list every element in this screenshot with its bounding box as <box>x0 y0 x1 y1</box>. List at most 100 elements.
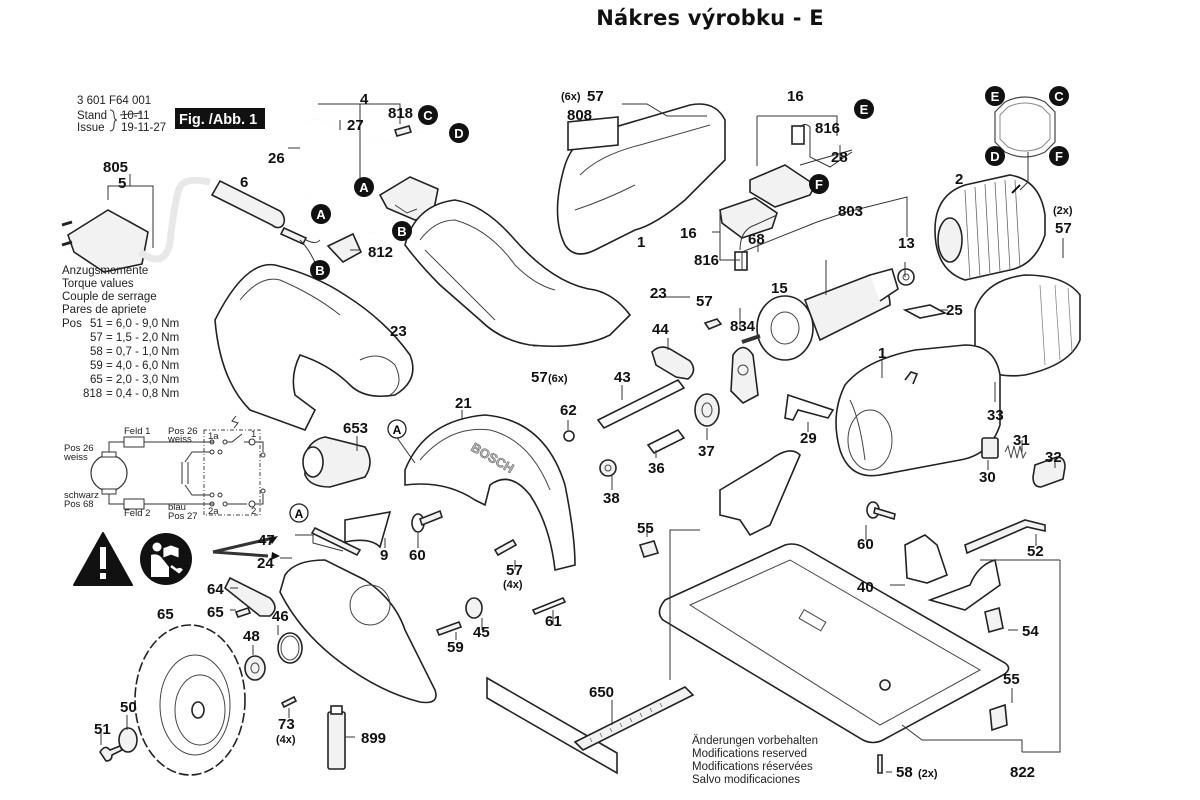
lever-44 <box>651 346 695 380</box>
connector-812 <box>326 232 363 264</box>
label-57-4x: 57 <box>506 562 523 579</box>
svg-text:= 1,5 - 2,0 Nm: = 1,5 - 2,0 Nm <box>106 332 179 344</box>
svg-text:E: E <box>991 89 1000 104</box>
brace <box>109 109 118 132</box>
pin-61 <box>531 596 567 616</box>
arrow-47 <box>268 536 278 544</box>
label-9 <box>344 510 392 549</box>
svg-text:B: B <box>315 263 324 278</box>
label-2x: (2x) <box>1053 205 1073 217</box>
svg-text:= 6,0 - 9,0 Nm: = 6,0 - 9,0 Nm <box>106 318 179 330</box>
label-52: 52 <box>1027 543 1044 560</box>
label-65-blade: 65 <box>157 606 174 623</box>
label-24: 24 <box>257 555 274 572</box>
svg-text:E: E <box>860 102 869 117</box>
label-32: 32 <box>1045 449 1062 466</box>
bolt-51 <box>99 744 124 762</box>
strike-line <box>119 112 143 116</box>
svg-text:Änderungen vorbehalten: Änderungen vorbehalten <box>692 735 818 747</box>
issue-date: 19-11-27 <box>121 122 166 134</box>
label-50: 50 <box>120 699 137 716</box>
label-68: 68 <box>748 231 765 248</box>
connector-f-ring: F <box>1049 146 1069 166</box>
label-46: 46 <box>272 608 289 625</box>
screw-60-right <box>866 501 896 521</box>
clamp-55-left <box>638 540 660 558</box>
svg-text:weiss: weiss <box>167 434 192 445</box>
svg-text:= 0,7 - 1,0 Nm: = 0,7 - 1,0 Nm <box>106 346 179 358</box>
base-plate <box>658 543 1010 744</box>
svg-text:D: D <box>990 149 999 164</box>
label-808 <box>567 116 619 151</box>
connector-e-brush: E <box>854 99 874 119</box>
label-27: 27 <box>347 117 364 134</box>
label-43: 43 <box>614 369 631 386</box>
label-5: 5 <box>118 175 126 192</box>
carbon-brush-bottom <box>734 251 748 271</box>
spring-31 <box>1004 444 1027 460</box>
gear-37 <box>694 393 720 427</box>
svg-text:Modifications reserved: Modifications reserved <box>692 748 807 760</box>
svg-text:Pos 27: Pos 27 <box>168 511 198 522</box>
label-23-right: 23 <box>650 285 667 302</box>
label-1-top: 1 <box>637 234 645 251</box>
svg-text:Modifications réservées: Modifications réservées <box>692 761 813 773</box>
bearing-38 <box>599 459 617 477</box>
svg-text:51: 51 <box>90 318 103 330</box>
label-54: 54 <box>1022 623 1039 640</box>
screw-47 <box>310 526 362 557</box>
label-60-left: 60 <box>409 547 426 564</box>
svg-text:Pos: Pos <box>62 318 82 330</box>
lower-blade-guard <box>279 559 437 704</box>
connector-a-screw: A <box>289 503 309 523</box>
upper-blade-guard: BOSCH <box>404 414 576 571</box>
angle-bracket-40 <box>904 534 948 584</box>
label-33: 33 <box>987 407 1004 424</box>
stator <box>934 174 1046 281</box>
issue-label: Issue <box>77 122 105 134</box>
label-29: 29 <box>800 430 817 447</box>
label-6x-top: (6x) <box>561 91 581 103</box>
label-9: 9 <box>380 547 388 564</box>
bracket-29 <box>784 393 835 421</box>
svg-text:58: 58 <box>90 346 103 358</box>
label-653: 653 <box>343 420 368 437</box>
connector-e-ring: E <box>985 86 1005 106</box>
svg-text:F: F <box>815 177 823 192</box>
handle-half-left <box>214 263 414 431</box>
label-4: 4 <box>360 91 369 108</box>
svg-text:Anzugsmomente: Anzugsmomente <box>62 265 148 277</box>
fan <box>756 295 814 361</box>
connector-f-brush: F <box>809 174 829 194</box>
svg-text:Feld 2: Feld 2 <box>124 508 150 519</box>
label-57-6x-bottom: 57 <box>531 369 548 386</box>
label-2x-b: (2x) <box>918 768 938 780</box>
svg-text:1a: 1a <box>208 431 219 442</box>
label-48: 48 <box>243 628 260 645</box>
field-coil-1 <box>123 436 145 448</box>
motor-symbol <box>90 454 128 492</box>
label-40: 40 <box>857 579 874 596</box>
bracket-54-lever <box>927 558 1001 611</box>
label-13: 13 <box>898 235 915 252</box>
label-73: 73 <box>278 716 295 733</box>
label-650: 650 <box>589 684 614 701</box>
stand-old-date: 10-11 <box>121 110 150 122</box>
svg-text:2: 2 <box>251 506 256 517</box>
connector-c-ring: C <box>1049 86 1069 106</box>
connector-b-switch: B <box>392 221 412 241</box>
label-21: 21 <box>455 395 472 412</box>
svg-text:57: 57 <box>90 332 103 344</box>
connector-a-switch: A <box>354 177 374 197</box>
wiring-schematic: Pos 26 weiss Feld 1 Pos 26 weiss schwarz… <box>63 415 266 522</box>
grease-tube <box>327 711 346 770</box>
plate-25 <box>902 304 948 319</box>
figure-label: Fig. /Abb. 1 <box>179 112 257 128</box>
armature <box>741 268 915 361</box>
svg-text:1: 1 <box>251 429 256 440</box>
svg-text:Pares de apriete: Pares de apriete <box>62 304 146 316</box>
label-31: 31 <box>1013 432 1030 449</box>
svg-text:Salvo modificaciones: Salvo modificaciones <box>692 774 800 786</box>
svg-text:A: A <box>359 180 369 195</box>
label-808: 808 <box>567 107 592 124</box>
